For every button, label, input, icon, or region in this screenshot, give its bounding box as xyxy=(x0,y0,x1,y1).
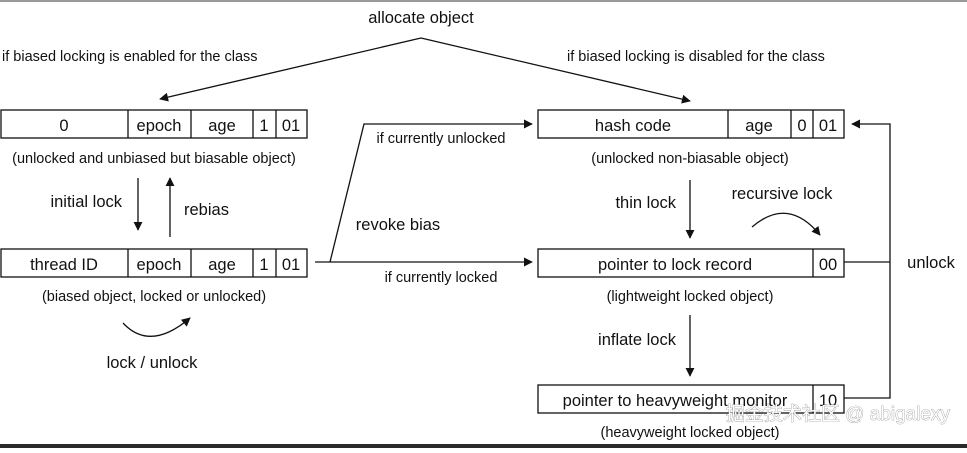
top-border xyxy=(0,0,967,2)
label-if-currently-unlocked: if currently unlocked xyxy=(377,131,506,147)
cell-biased-bit: 1 xyxy=(259,256,268,274)
header-unbiased-biasable: 0 epoch age 1 01 xyxy=(0,109,308,139)
label-lock-unlock: lock / unlock xyxy=(107,354,199,372)
cell-lock-bits: 00 xyxy=(819,256,837,274)
label-inflate-lock: inflate lock xyxy=(598,331,677,349)
arrow-revoke-if-unlocked xyxy=(315,119,533,263)
cell-lock-bits: 01 xyxy=(819,117,837,135)
cell-age: age xyxy=(208,117,236,135)
header-lightweight-locked: pointer to lock record 00 xyxy=(537,248,845,278)
branch-disabled-label: if biased locking is disabled for the cl… xyxy=(567,49,825,65)
caption-biased: (biased object, locked or unlocked) xyxy=(42,289,266,305)
arrow-recursive-lock xyxy=(751,212,821,236)
cell-lock-bits: 01 xyxy=(282,117,300,135)
cell-lock-bits: 10 xyxy=(819,392,837,410)
arrow-to-non-biasable xyxy=(420,37,691,104)
cell-age: age xyxy=(745,117,773,135)
label-rebias: rebias xyxy=(184,201,229,219)
cell-hash-code: hash code xyxy=(595,117,671,135)
header-heavyweight-locked: pointer to heavyweight monitor 10 xyxy=(537,384,845,414)
cell-epoch: epoch xyxy=(137,117,182,135)
cell-monitor-pointer: pointer to heavyweight monitor xyxy=(563,392,788,410)
label-revoke-bias: revoke bias xyxy=(356,216,440,234)
arrow-unlock xyxy=(844,119,891,399)
cell-age: age xyxy=(208,256,236,274)
diagram-title: allocate object xyxy=(368,9,474,27)
header-unlocked-non-biasable: hash code age 0 01 xyxy=(537,109,845,139)
cell-zero: 0 xyxy=(59,117,68,135)
cell-lock-record-pointer: pointer to lock record xyxy=(598,256,752,274)
header-biased: thread ID epoch age 1 01 xyxy=(0,248,308,278)
caption-unbiased: (unlocked and unbiased but biasable obje… xyxy=(12,151,296,167)
cell-lock-bits: 01 xyxy=(282,256,300,274)
branch-enabled-label: if biased locking is enabled for the cla… xyxy=(2,49,258,65)
label-unlock: unlock xyxy=(907,254,955,272)
cell-biased-bit: 1 xyxy=(259,117,268,135)
label-thin-lock: thin lock xyxy=(615,194,676,212)
arrow-to-biasable xyxy=(159,37,422,102)
label-if-currently-locked: if currently locked xyxy=(385,270,498,286)
caption-fat: (heavyweight locked object) xyxy=(601,425,780,441)
caption-unlocked: (unlocked non-biasable object) xyxy=(591,151,789,167)
label-recursive-lock: recursive lock xyxy=(732,185,834,203)
arrow-lock-unlock xyxy=(122,317,191,337)
cell-epoch: epoch xyxy=(137,256,182,274)
label-initial-lock: initial lock xyxy=(50,193,122,211)
cell-biased-bit: 0 xyxy=(797,117,806,135)
watermark: 掘金技术社区 @ abigalexy xyxy=(726,403,951,425)
cell-thread-id: thread ID xyxy=(30,256,98,274)
caption-thin: (lightweight locked object) xyxy=(607,289,774,305)
bottom-border xyxy=(0,444,967,448)
